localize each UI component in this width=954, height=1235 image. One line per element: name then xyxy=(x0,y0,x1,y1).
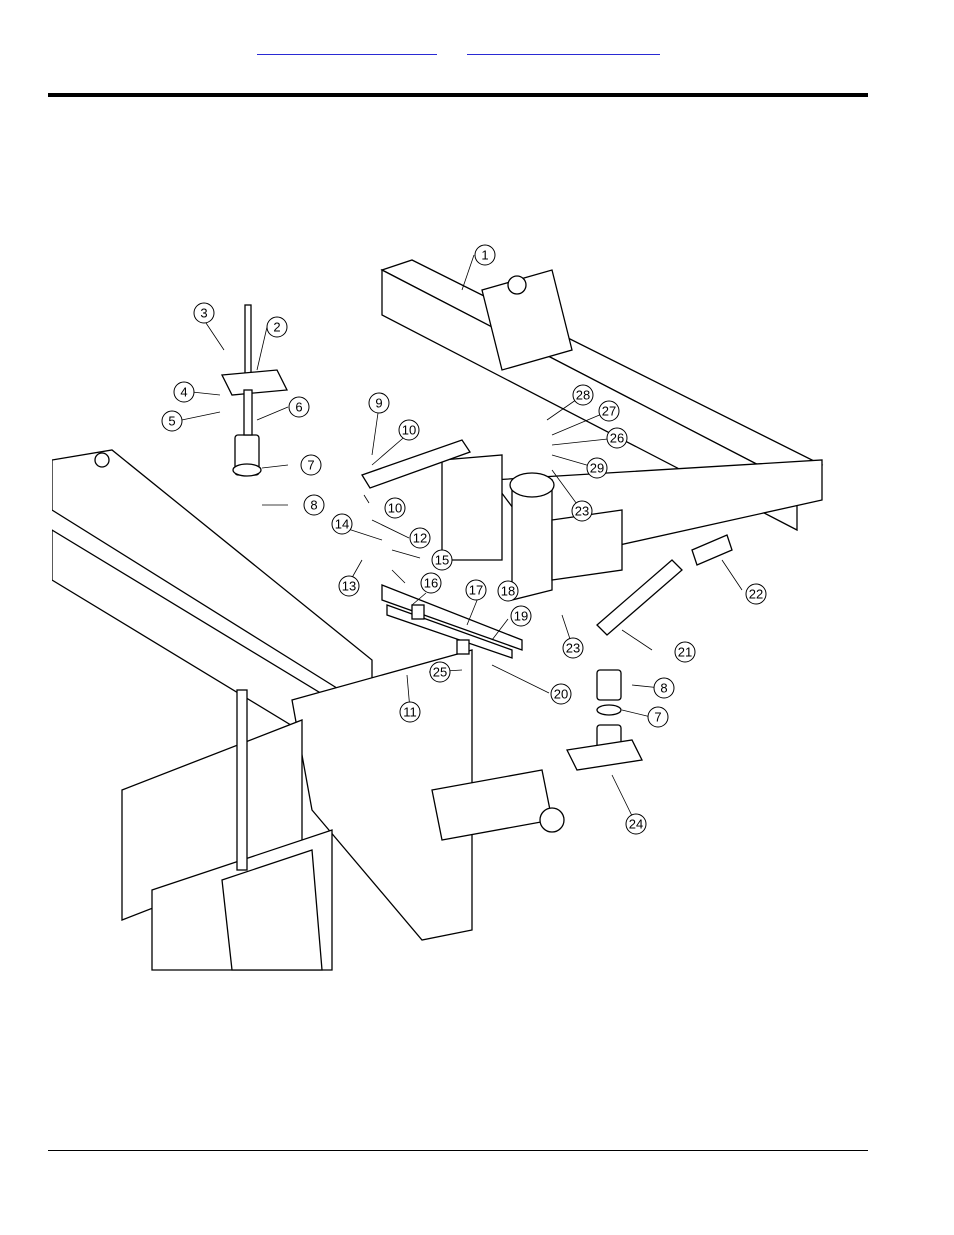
callout-18: 18 xyxy=(497,580,519,602)
callout-9: 9 xyxy=(368,392,390,414)
svg-text:4: 4 xyxy=(180,385,187,400)
header-rule xyxy=(48,93,868,97)
svg-text:10: 10 xyxy=(402,423,416,438)
callout-19: 19 xyxy=(510,605,532,627)
svg-text:29: 29 xyxy=(590,461,604,476)
svg-text:21: 21 xyxy=(678,645,692,660)
callout-7: 7 xyxy=(300,454,322,476)
callout-21: 21 xyxy=(674,641,696,663)
spring-mount-lower xyxy=(566,669,643,771)
svg-text:26: 26 xyxy=(610,431,624,446)
svg-text:3: 3 xyxy=(200,306,207,321)
callout-17: 17 xyxy=(465,579,487,601)
svg-text:15: 15 xyxy=(435,553,449,568)
svg-text:17: 17 xyxy=(469,583,483,598)
svg-text:12: 12 xyxy=(413,531,427,546)
svg-text:20: 20 xyxy=(554,687,568,702)
callout-25: 25 xyxy=(429,661,451,683)
swing-arm xyxy=(441,454,823,601)
callout-12: 12 xyxy=(409,527,431,549)
svg-text:7: 7 xyxy=(307,458,314,473)
svg-text:16: 16 xyxy=(424,576,438,591)
callout-8-lower: 8 xyxy=(653,677,675,699)
callout-8: 8 xyxy=(303,494,325,516)
callout-23-upper: 23 xyxy=(571,500,593,522)
callout-6: 6 xyxy=(288,396,310,418)
footer-rule xyxy=(48,1150,868,1151)
svg-text:23: 23 xyxy=(575,504,589,519)
callout-22: 22 xyxy=(745,583,767,605)
callout-7-lower: 7 xyxy=(647,706,669,728)
svg-text:22: 22 xyxy=(749,587,763,602)
header-link-1[interactable] xyxy=(257,40,437,55)
callout-29: 29 xyxy=(586,457,608,479)
svg-text:5: 5 xyxy=(168,414,175,429)
shock-absorbers xyxy=(361,439,733,636)
svg-text:18: 18 xyxy=(501,584,515,599)
rear-frame xyxy=(52,449,565,971)
parts-diagram: 1 2 3 4 5 6 7 8 9 10 10 11 12 13 14 15 1… xyxy=(52,244,824,971)
header-link-2[interactable] xyxy=(467,40,660,55)
svg-text:1: 1 xyxy=(481,248,488,263)
callout-11: 11 xyxy=(399,701,421,723)
callout-23-lower: 23 xyxy=(562,637,584,659)
callout-15: 15 xyxy=(431,549,453,571)
svg-text:7: 7 xyxy=(654,710,661,725)
callout-28: 28 xyxy=(572,384,594,406)
svg-text:8: 8 xyxy=(660,681,667,696)
leaf-spring xyxy=(381,584,523,659)
callout-3: 3 xyxy=(193,302,215,324)
callout-5: 5 xyxy=(161,410,183,432)
callout-13: 13 xyxy=(338,575,360,597)
svg-text:11: 11 xyxy=(403,705,417,720)
callout-10-lower: 10 xyxy=(384,497,406,519)
svg-text:27: 27 xyxy=(602,404,616,419)
svg-text:8: 8 xyxy=(310,498,317,513)
svg-text:10: 10 xyxy=(388,501,402,516)
svg-text:9: 9 xyxy=(375,396,382,411)
callout-16: 16 xyxy=(420,572,442,594)
svg-text:14: 14 xyxy=(335,517,349,532)
svg-text:2: 2 xyxy=(273,320,280,335)
svg-text:28: 28 xyxy=(576,388,590,403)
spring-mount-upper xyxy=(220,304,289,477)
svg-text:24: 24 xyxy=(629,817,643,832)
svg-text:19: 19 xyxy=(514,609,528,624)
callout-14: 14 xyxy=(331,513,353,535)
callout-24: 24 xyxy=(625,813,647,835)
svg-text:23: 23 xyxy=(566,641,580,656)
callout-2: 2 xyxy=(266,316,288,338)
callout-20: 20 xyxy=(550,683,572,705)
callout-10-upper: 10 xyxy=(398,419,420,441)
svg-text:25: 25 xyxy=(433,665,447,680)
callout-1: 1 xyxy=(474,244,496,266)
callout-26: 26 xyxy=(606,427,628,449)
callout-4: 4 xyxy=(173,381,195,403)
callout-27: 27 xyxy=(598,400,620,422)
svg-text:13: 13 xyxy=(342,579,356,594)
svg-text:6: 6 xyxy=(295,400,302,415)
